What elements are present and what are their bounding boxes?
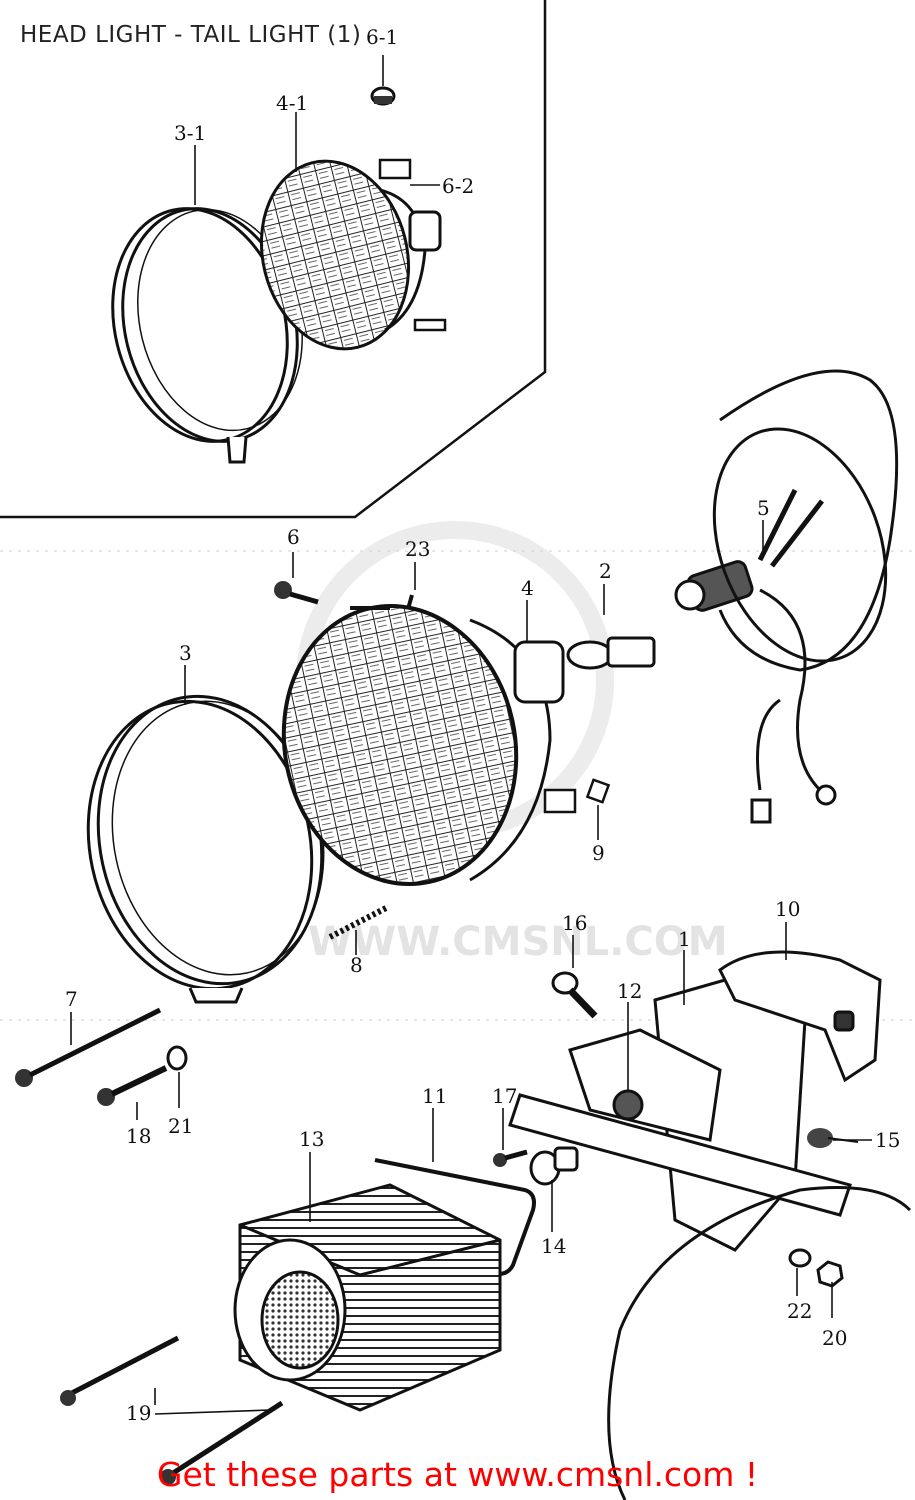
callout-7: 7 <box>65 987 78 1011</box>
callout-1: 1 <box>678 927 691 951</box>
wire-15 <box>807 1128 859 1148</box>
headlight-housing-shell <box>718 369 899 672</box>
callout-5: 5 <box>757 496 770 520</box>
footer-link-text[interactable]: Get these parts at www.cmsnl.com ! <box>156 1455 759 1494</box>
headlight-screw-6 <box>274 581 319 605</box>
callout-2: 2 <box>599 559 612 583</box>
callout-9: 9 <box>592 841 605 865</box>
callout-6-2: 6-2 <box>442 174 474 198</box>
callout-11: 11 <box>422 1084 447 1108</box>
callout-8: 8 <box>350 953 363 977</box>
callout-15: 15 <box>875 1128 900 1152</box>
callout-14: 14 <box>541 1234 566 1258</box>
headlight-rim <box>86 694 325 1004</box>
callout-13: 13 <box>299 1127 324 1151</box>
inset-headlight-unit <box>259 158 447 351</box>
callout-17: 17 <box>492 1084 517 1108</box>
washer-22 <box>788 1248 812 1268</box>
leader-lines <box>70 55 872 1415</box>
callout-6-1: 6-1 <box>366 25 398 49</box>
socket-5 <box>674 488 837 824</box>
bulb-2 <box>566 636 656 670</box>
callout-10: 10 <box>775 897 800 921</box>
inset-frame <box>0 0 547 519</box>
callout-3-1: 3-1 <box>174 121 206 145</box>
callouts: 6-1 4-1 3-1 6-2 5 6 23 2 4 3 9 8 16 1 10… <box>65 25 900 1425</box>
diagram-title: HEAD LIGHT - TAIL LIGHT (1) <box>20 22 362 48</box>
headlight-unit <box>281 603 577 887</box>
long-screw-19 <box>60 1335 284 1485</box>
bulb-14 <box>529 1146 579 1186</box>
callout-19: 19 <box>126 1401 151 1425</box>
inset-bolt <box>370 86 396 106</box>
callout-18: 18 <box>126 1124 151 1148</box>
clip-9 <box>585 778 611 804</box>
screw-17 <box>493 1149 528 1167</box>
fender <box>607 1186 912 1500</box>
callout-16: 16 <box>562 911 587 935</box>
screw-18 <box>97 1065 168 1106</box>
nut-20 <box>816 1260 844 1288</box>
callout-23: 23 <box>405 537 430 561</box>
callout-3: 3 <box>179 641 192 665</box>
long-screw-7 <box>15 1007 162 1087</box>
screw-16 <box>551 971 598 1019</box>
washer-21 <box>166 1045 188 1071</box>
cover-10 <box>718 950 882 1083</box>
callout-20: 20 <box>822 1326 847 1350</box>
pin-23 <box>406 594 414 610</box>
bracket-1-12 <box>508 978 852 1252</box>
callout-22: 22 <box>787 1299 812 1323</box>
callout-6: 6 <box>287 525 300 549</box>
housing-opening <box>712 427 888 663</box>
tail-lens-13 <box>233 1183 502 1412</box>
callout-12: 12 <box>617 979 642 1003</box>
callout-4: 4 <box>521 576 534 600</box>
callout-4-1: 4-1 <box>276 91 308 115</box>
watermark-text: WWW.CMSNL.COM <box>308 919 728 965</box>
spring-8 <box>328 904 390 940</box>
callout-21: 21 <box>168 1114 193 1138</box>
